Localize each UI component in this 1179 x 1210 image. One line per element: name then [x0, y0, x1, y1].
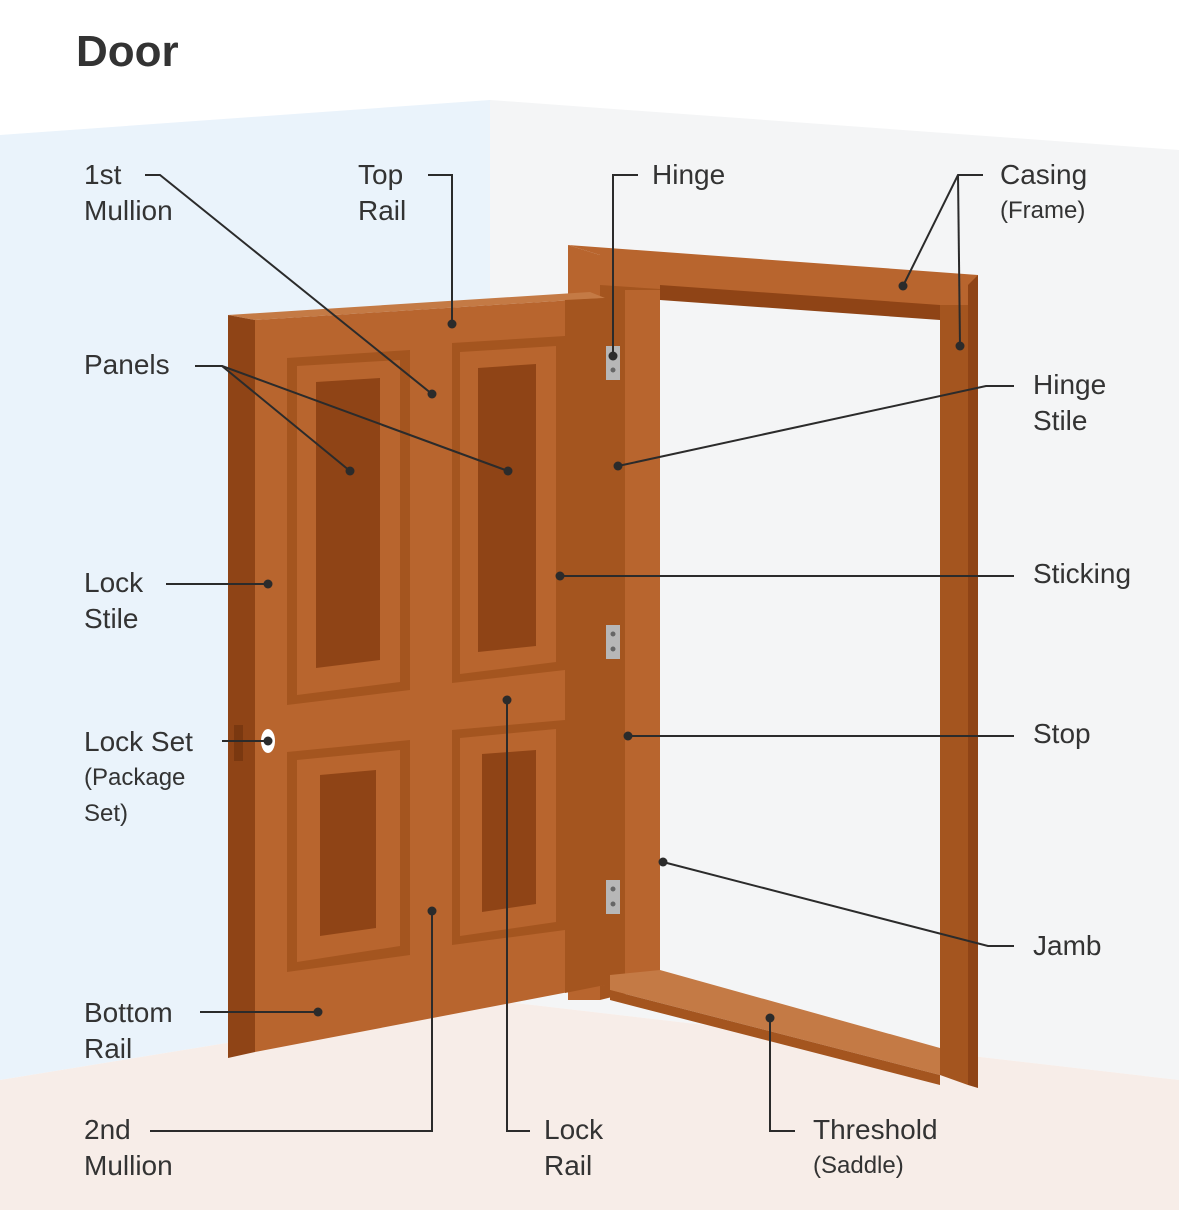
- label-threshold-line2: (Saddle): [813, 1152, 904, 1179]
- panel-upper-left-inner: [316, 378, 380, 668]
- frame-head-casing: [568, 245, 978, 310]
- leader-panels-2: [221, 365, 509, 472]
- threshold-front: [610, 990, 940, 1085]
- leader-top-rail: [428, 174, 453, 324]
- label-lock-set-line2: (Package: [84, 764, 186, 791]
- leader-2nd-mullion: [150, 911, 433, 1132]
- label-2nd-mullion-line1: 2nd: [84, 1114, 131, 1145]
- label-sticking: Sticking: [1033, 556, 1131, 592]
- frame-right-jamb-side: [968, 275, 978, 1088]
- label-stop: Stop: [1033, 716, 1091, 752]
- label-panels: Panels: [84, 347, 170, 383]
- panel-lower-right-inner: [482, 750, 536, 912]
- door-lock-edge: [228, 315, 255, 1058]
- frame-right-jamb-front: [940, 305, 968, 1085]
- label-lock-rail-line2: Rail: [544, 1150, 593, 1181]
- hinge-plate-bottom: [606, 880, 620, 914]
- label-panels-line1: Panels: [84, 349, 170, 380]
- leader-casing-2: [957, 174, 961, 347]
- leader-hinge-stile: [617, 385, 1014, 467]
- label-lock-set-line3: Set): [84, 800, 129, 827]
- label-threshold-line1: Threshold: [813, 1114, 938, 1145]
- label-casing-line2: (Frame): [1000, 197, 1086, 224]
- label-bottom-rail-line2: Rail: [84, 1033, 133, 1064]
- label-sticking-line1: Sticking: [1033, 558, 1132, 589]
- leader-lock-rail: [506, 700, 530, 1132]
- label-hinge-stile-line1: Hinge: [1033, 369, 1107, 400]
- label-lock-stile: Lock Stile: [84, 565, 143, 637]
- label-hinge-stile: Hinge Stile: [1033, 367, 1106, 439]
- label-threshold: Threshold (Saddle): [813, 1112, 938, 1184]
- lock-latch-plate: [234, 725, 243, 761]
- label-jamb: Jamb: [1033, 928, 1101, 964]
- door-leaf: [228, 292, 605, 1058]
- label-lock-set-line1: Lock Set: [84, 726, 193, 757]
- leader-hinge: [612, 174, 638, 356]
- label-2nd-mullion: 2nd Mullion: [84, 1112, 173, 1184]
- leader-1st-mullion: [145, 174, 433, 395]
- label-hinge: Hinge: [652, 157, 725, 193]
- threshold-top: [610, 970, 940, 1075]
- frame-head-underside: [660, 285, 940, 320]
- label-lock-rail-line1: Lock: [544, 1114, 604, 1145]
- hinge-plate-middle: [606, 625, 620, 659]
- label-casing-line1: Casing: [1000, 159, 1088, 190]
- label-lock-stile-line2: Stile: [84, 603, 139, 634]
- leader-dots: [263, 281, 965, 1023]
- label-bottom-rail: Bottom Rail: [84, 995, 173, 1067]
- label-top-rail-line2: Rail: [358, 195, 407, 226]
- leader-threshold: [769, 1018, 795, 1132]
- door-hinge-edge-shade: [565, 298, 605, 993]
- label-lock-rail: Lock Rail: [544, 1112, 603, 1184]
- label-lock-set: Lock Set (Package Set): [84, 724, 193, 832]
- label-lock-stile-line1: Lock: [84, 567, 144, 598]
- leader-lines: [145, 174, 1014, 1132]
- right-wall: [490, 100, 1179, 1080]
- label-hinge-line1: Hinge: [652, 159, 726, 190]
- frame-left-jamb-stop: [625, 290, 660, 990]
- label-top-rail-line1: Top: [358, 159, 404, 190]
- label-jamb-line1: Jamb: [1033, 930, 1102, 961]
- door-edge-top: [228, 292, 605, 320]
- panel-lower-left-inner: [320, 770, 376, 936]
- label-1st-mullion: 1st Mullion: [84, 157, 173, 229]
- label-1st-mullion-line1: 1st: [84, 159, 122, 190]
- label-top-rail: Top Rail: [358, 157, 406, 229]
- label-1st-mullion-line2: Mullion: [84, 195, 173, 226]
- label-casing: Casing (Frame): [1000, 157, 1087, 229]
- panel-upper-right-inner: [478, 364, 536, 652]
- label-stop-line1: Stop: [1033, 718, 1091, 749]
- diagram-title: Door: [76, 27, 179, 76]
- label-hinge-stile-line2: Stile: [1033, 405, 1088, 436]
- leader-jamb: [662, 861, 1014, 947]
- label-bottom-rail-line1: Bottom: [84, 997, 173, 1028]
- label-2nd-mullion-line2: Mullion: [84, 1150, 173, 1181]
